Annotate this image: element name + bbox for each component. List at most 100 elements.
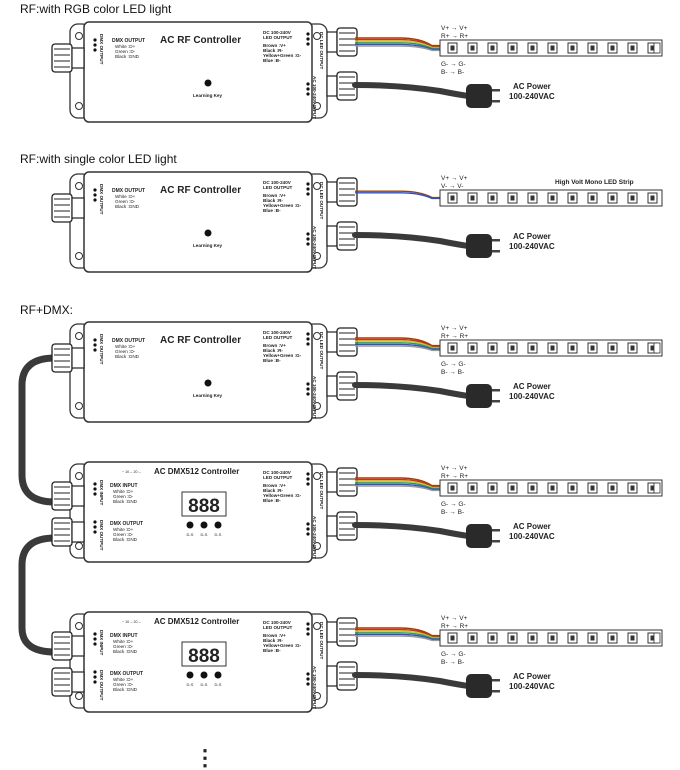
led-chip-core bbox=[510, 45, 515, 51]
led-chip-core bbox=[510, 485, 515, 491]
rf-screw bbox=[75, 182, 83, 190]
segment-display bbox=[181, 641, 227, 667]
wire-map-label: G- → G- bbox=[441, 361, 466, 368]
learning-key-label: Learning Key bbox=[193, 243, 223, 248]
plug-prong bbox=[492, 239, 500, 242]
dmx-output-connector-nut bbox=[71, 197, 85, 219]
learning-key-label: Learning Key bbox=[193, 393, 223, 398]
dmx-link-cable bbox=[18, 534, 59, 656]
dmx-output-dots bbox=[93, 343, 97, 347]
wire-map-label: V+ → V+ bbox=[441, 175, 468, 182]
led-chip-core bbox=[490, 635, 495, 641]
dmx-output-title: DMX OUTPUT bbox=[112, 188, 145, 194]
dmx-button-label: D-S bbox=[215, 532, 222, 537]
led-output-connector-nut bbox=[326, 621, 338, 643]
ac-input-side-label: AC 100-240V INPUT bbox=[312, 376, 317, 419]
led-chip-core bbox=[550, 485, 555, 491]
led-chip-core bbox=[530, 635, 535, 641]
dmx-input-dots bbox=[93, 632, 97, 636]
rf-screw bbox=[75, 402, 83, 410]
led-output-dots bbox=[306, 627, 310, 631]
dmx-output-line: Black :GND bbox=[115, 54, 140, 59]
dmx-output-connector bbox=[51, 193, 73, 223]
top-small-label: ~ 10 -- 20 -- bbox=[122, 620, 142, 624]
dmx-output-connector bbox=[51, 43, 73, 73]
dmx-input-dots bbox=[93, 487, 97, 491]
led-chip-core bbox=[450, 345, 455, 351]
dmx-screw bbox=[313, 622, 321, 630]
controller-title: AC RF Controller bbox=[160, 35, 241, 46]
dmx-output-title: DMX OUTPUT bbox=[110, 521, 143, 527]
led-output-side-label: DC LED OUTPUT bbox=[319, 32, 324, 69]
dmx-output-line: Black :GND bbox=[113, 687, 138, 692]
led-wire bbox=[355, 635, 442, 642]
dmx-output-dots bbox=[93, 675, 97, 679]
led-chip-core bbox=[570, 485, 575, 491]
led-wire bbox=[355, 485, 442, 492]
led-wire bbox=[355, 43, 442, 51]
top-small-label: ~ 10 -- 20 -- bbox=[122, 470, 142, 474]
dmx-output-line: White :D+ bbox=[115, 44, 136, 49]
led-chip-core bbox=[630, 45, 635, 51]
dmx-screw bbox=[313, 472, 321, 480]
led-wire bbox=[355, 478, 442, 488]
rf-housing bbox=[83, 321, 313, 423]
dmx-input-line: Green :D- bbox=[113, 644, 134, 649]
led-wire bbox=[355, 190, 442, 199]
wire-map-label: V+ → V+ bbox=[441, 325, 468, 332]
dmx-output-line: Black :GND bbox=[115, 354, 140, 359]
rf-screw bbox=[313, 402, 321, 410]
controller-rows: DMX OUTPUT DMX OUTPUT White :D+ Green :D- Bl… bbox=[51, 21, 663, 713]
daisy-chain-cables bbox=[18, 354, 59, 656]
ac-input-connector-nut bbox=[326, 225, 338, 247]
led-chip-core bbox=[650, 485, 655, 491]
dmx-input-line: White :D+ bbox=[113, 489, 134, 494]
led-output-connector bbox=[336, 467, 358, 497]
led-output-connector bbox=[336, 617, 358, 647]
power-cord bbox=[352, 382, 483, 400]
wire-map-label: V+ → V+ bbox=[441, 465, 468, 472]
dmx-button-label: D-S bbox=[201, 682, 208, 687]
led-chip-core bbox=[650, 345, 655, 351]
led-chip-core bbox=[630, 345, 635, 351]
led-wire bbox=[355, 483, 442, 491]
wire-map-label: R+ → R+ bbox=[441, 33, 468, 40]
strip-end-pad bbox=[653, 42, 661, 54]
wire-map-label: B- → B- bbox=[441, 69, 464, 76]
led-chip-core bbox=[450, 45, 455, 51]
wire-map-label: R+ → R+ bbox=[441, 333, 468, 340]
led-output-dots bbox=[306, 42, 310, 46]
plug-prong bbox=[492, 89, 500, 92]
wire-map-label: B- → B- bbox=[441, 659, 464, 666]
led-output-dots bbox=[306, 632, 310, 636]
ac-input-dots bbox=[306, 82, 310, 86]
dmx-output-title: DMX OUTPUT bbox=[112, 338, 145, 344]
led-chip-core bbox=[450, 195, 455, 201]
ac-input-connector-nut bbox=[326, 75, 338, 97]
rf-housing bbox=[83, 21, 313, 123]
led-output-sub: LED OUTPUT bbox=[263, 35, 293, 40]
led-wire bbox=[355, 633, 442, 641]
led-chip-core bbox=[650, 45, 655, 51]
plug-prong bbox=[492, 679, 500, 682]
led-output-side-label: DC LED OUTPUT bbox=[319, 182, 324, 219]
led-output-dots bbox=[306, 192, 310, 196]
led-chip-core bbox=[570, 635, 575, 641]
led-output-line: Blue :B- bbox=[263, 58, 281, 63]
dmx-input-line: Black :GND bbox=[113, 499, 138, 504]
led-wire bbox=[355, 345, 442, 352]
led-output-title: DC 100-240V bbox=[263, 180, 292, 185]
ac-input-side-label: AC 100-240V INPUT bbox=[312, 666, 317, 709]
ac-power-label: AC Power bbox=[513, 672, 551, 681]
led-chip-core bbox=[450, 635, 455, 641]
dmx-output-dots bbox=[93, 520, 97, 524]
dmx-output-dots bbox=[93, 338, 97, 342]
led-output-sub: LED OUTPUT bbox=[263, 625, 293, 630]
strip-end-pad bbox=[653, 482, 661, 494]
led-chip-core bbox=[530, 45, 535, 51]
ac-input-dots bbox=[306, 682, 310, 686]
dmx-output-dots bbox=[93, 188, 97, 192]
led-output-connector-nut bbox=[326, 31, 338, 53]
led-wire bbox=[355, 477, 442, 487]
